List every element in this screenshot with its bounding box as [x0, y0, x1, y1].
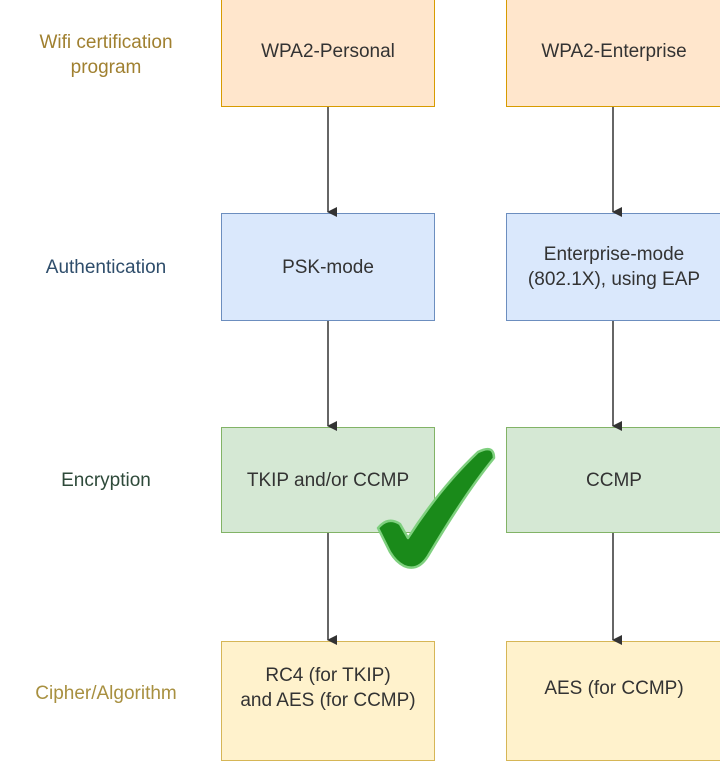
row-label-authentication: Authentication	[45, 257, 167, 278]
row-label-encryption: Encryption	[61, 470, 151, 491]
box-text: PSK-mode	[282, 256, 374, 278]
box-text: WPA2-Personal	[261, 41, 395, 62]
box-text: AES (for CCMP)	[544, 677, 684, 699]
box-text: WPA2-Enterprise	[541, 41, 687, 62]
box-ccmp: CCMP	[506, 427, 720, 533]
box-aes-ccmp: AES (for CCMP)	[506, 641, 720, 761]
box-enterprise-mode: Enterprise-mode (802.1X), using EAP	[506, 213, 720, 321]
box-wpa2-enterprise: WPA2-Enterprise	[506, 0, 720, 107]
box-tkip-ccmp: TKIP and/or CCMP	[221, 427, 435, 533]
box-text: Enterprise-mode (802.1X), using EAP	[527, 244, 701, 290]
box-rc4-aes: RC4 (for TKIP) and AES (for CCMP)	[221, 641, 435, 761]
row-label-cipher: Cipher/Algorithm	[35, 683, 177, 704]
box-wpa2-personal: WPA2-Personal	[221, 0, 435, 107]
box-text: RC4 (for TKIP) and AES (for CCMP)	[240, 665, 416, 711]
row-label-certification: Wifi certification program	[39, 32, 173, 78]
box-text: CCMP	[586, 469, 642, 491]
box-text: TKIP and/or CCMP	[246, 469, 410, 491]
box-psk-mode: PSK-mode	[221, 213, 435, 321]
